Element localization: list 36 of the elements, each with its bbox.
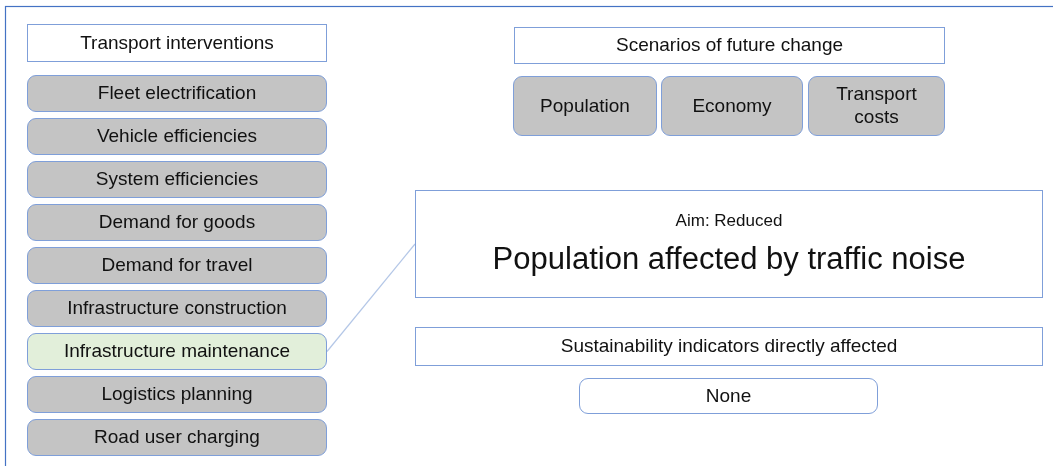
box-label: Vehicle efficiencies: [96, 125, 258, 148]
box-label: Infrastructure construction: [67, 297, 287, 320]
heading-box: [514, 27, 945, 64]
box-label: Demand for travel: [101, 254, 253, 277]
category-box: [808, 76, 945, 136]
category-box: [513, 76, 657, 136]
box-label: None: [705, 384, 752, 408]
box-label: Scenarios of future change: [615, 34, 844, 57]
category-box: [661, 76, 803, 136]
box-label: Road user charging: [94, 426, 260, 449]
category-box: [27, 75, 327, 112]
box-label: Transport interventions: [80, 31, 274, 55]
result-box: [579, 378, 878, 414]
category-box: [27, 161, 327, 198]
box-label: Demand for goods: [98, 211, 256, 234]
box-label: Population: [540, 94, 630, 118]
category-box: [27, 247, 327, 284]
box-label: Fleet electrification: [97, 82, 257, 105]
aim-title: Population affected by traffic noise: [492, 239, 966, 277]
aim-label: Aim: Reduced: [675, 211, 783, 232]
category-box: [27, 376, 327, 413]
category-box: [27, 419, 327, 456]
box-label: Economy: [692, 94, 772, 118]
box-label: System efficiencies: [95, 168, 259, 191]
box-label: Sustainability indicators directly affected: [560, 335, 898, 358]
category-box: [27, 204, 327, 241]
aim-box: [415, 190, 1043, 298]
heading-box: [415, 327, 1043, 366]
connector-line: [326, 243, 416, 353]
box-label: Logistics planning: [101, 383, 253, 406]
heading-box: [27, 24, 327, 62]
box-label: Transport costs: [835, 83, 918, 129]
highlighted-box: [27, 333, 327, 370]
category-box: [27, 118, 327, 155]
box-label: Infrastructure maintenance: [64, 340, 290, 363]
category-box: [27, 290, 327, 327]
